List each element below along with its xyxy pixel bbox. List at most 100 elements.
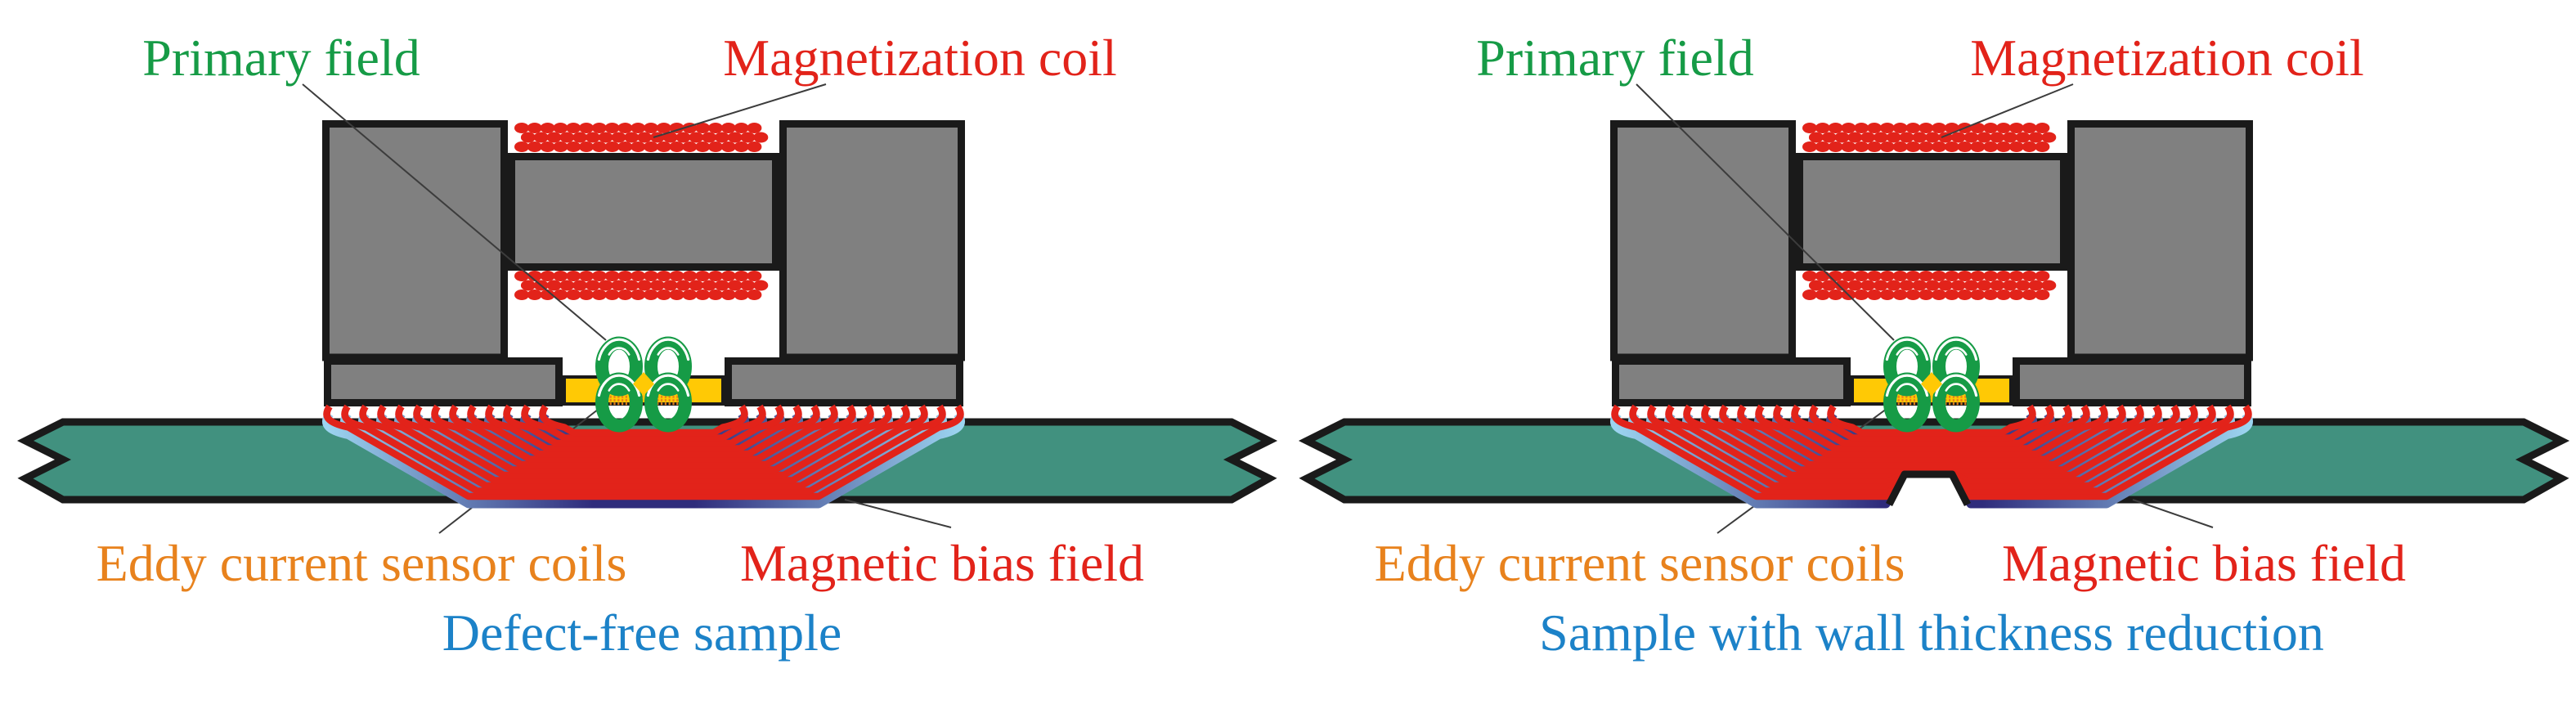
- coil-turn: [1808, 280, 1824, 291]
- coil-turn: [1892, 141, 1908, 152]
- label-magnetic-bias-field: Magnetic bias field: [740, 534, 1144, 592]
- coil-turn: [1905, 123, 1921, 133]
- coil-turn: [1919, 289, 1934, 300]
- coil-turn: [1905, 289, 1921, 300]
- coil-turn: [514, 141, 529, 152]
- coil-turn: [579, 141, 594, 152]
- coil-turn: [1867, 271, 1882, 281]
- notch-opening: [1889, 474, 1968, 508]
- field-line: [449, 404, 838, 463]
- coil-turn: [720, 289, 736, 300]
- coil-turn: [1892, 289, 1908, 300]
- coil-turn: [1937, 280, 1953, 291]
- coil-turn: [682, 289, 698, 300]
- yoke-left-leg: [322, 120, 508, 361]
- yoke-left-leg: [1610, 120, 1796, 361]
- coil-turn: [1983, 289, 1999, 300]
- coil-turn: [1983, 271, 1999, 281]
- coil-turn: [720, 123, 736, 133]
- coil-turn: [1919, 271, 1934, 281]
- coil-turn: [1990, 132, 2005, 143]
- coil-turn: [644, 289, 658, 300]
- field-line: [521, 404, 766, 442]
- coil-turn: [708, 289, 723, 300]
- yoke-left-pole-shoe: [1612, 357, 1851, 406]
- coil-turn: [553, 123, 568, 133]
- coil-turn: [708, 123, 723, 133]
- label-primary-field: Primary field: [142, 29, 420, 87]
- coil-turn: [1905, 271, 1921, 281]
- coil-highlight: [1896, 347, 1919, 356]
- magnetization-coil-top-winding: [1802, 123, 2057, 152]
- coil-turn: [591, 123, 607, 133]
- coil-turn: [1925, 132, 1941, 143]
- coil-turn: [566, 141, 581, 152]
- coil-turn: [1834, 280, 1850, 291]
- field-line: [467, 404, 820, 458]
- coil-turn: [669, 141, 684, 152]
- coil-highlight: [657, 347, 680, 356]
- coil-turn: [591, 271, 607, 281]
- coil-turn: [559, 132, 575, 143]
- primary-coil-ring: [1932, 336, 1980, 397]
- coil-turn: [714, 132, 729, 143]
- leader-magnetic-bias-field: [844, 499, 952, 528]
- coil-turn: [1815, 123, 1830, 133]
- coil-turn: [2008, 271, 2024, 281]
- coil-turn: [644, 123, 658, 133]
- coil-turn: [669, 289, 684, 300]
- coil-turn: [1950, 132, 1966, 143]
- coil-turn: [1815, 289, 1830, 300]
- coil-turn: [2022, 289, 2037, 300]
- coil-turn: [1932, 271, 1946, 281]
- coil-turn: [1957, 141, 1972, 152]
- coil-turn: [540, 123, 555, 133]
- coil-turn: [1860, 132, 1876, 143]
- coil-turn: [644, 141, 658, 152]
- coil-turn: [585, 280, 600, 291]
- coil-turn: [566, 123, 581, 133]
- coil-turn: [624, 280, 640, 291]
- coil-turn: [2035, 271, 2050, 281]
- primary-coil-ring: [595, 336, 643, 397]
- coil-turn: [527, 123, 542, 133]
- coil-turn: [604, 271, 620, 281]
- coil-turn: [617, 289, 633, 300]
- field-line: [539, 404, 748, 437]
- field-line: [1773, 404, 2090, 452]
- coil-turn: [1977, 280, 1992, 291]
- magnetization-coil-bottom-winding: [514, 271, 769, 300]
- coil-turn: [1944, 289, 1959, 300]
- coil-turn: [708, 271, 723, 281]
- coil-turn: [1841, 123, 1856, 133]
- coil-turn: [1841, 141, 1856, 152]
- magnetization-coil-bottom-winding: [1802, 271, 2057, 300]
- magnetic-field-lines: [1611, 404, 2252, 500]
- coil-turn: [740, 132, 756, 143]
- coil-turn: [695, 271, 711, 281]
- coil-turn: [572, 132, 588, 143]
- leader-lines: [302, 83, 952, 534]
- magnet-yoke: [1610, 120, 2253, 406]
- coil-turn: [591, 141, 607, 152]
- coil-turn: [1879, 123, 1895, 133]
- coil-turn: [2041, 132, 2057, 143]
- field-line: [1827, 404, 2036, 437]
- coil-turn: [566, 289, 581, 300]
- caption-defect-free-sample: Defect-free sample: [442, 604, 842, 662]
- coil-turn: [747, 141, 762, 152]
- yoke-center-pole: [508, 153, 779, 271]
- coil-turn: [656, 289, 671, 300]
- coil-turn: [2035, 289, 2050, 300]
- coil-turn: [1847, 280, 1863, 291]
- coil-turn: [720, 141, 736, 152]
- substrate-center-diamond: [633, 372, 654, 396]
- coil-turn: [546, 280, 562, 291]
- yoke-right-pole-shoe: [725, 357, 963, 406]
- coil-turn: [1879, 271, 1895, 281]
- coil-turn: [1841, 271, 1856, 281]
- coil-turn: [527, 289, 542, 300]
- coil-turn: [1950, 280, 1966, 291]
- coil-turn: [747, 289, 762, 300]
- primary-coil-ring: [1932, 372, 1980, 433]
